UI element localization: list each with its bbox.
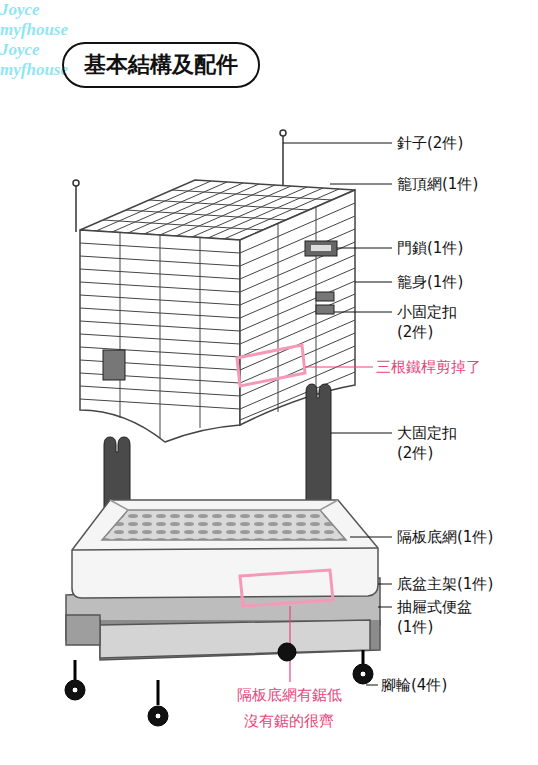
part-label: 籠頂網(1件) (397, 174, 478, 194)
door-lock (311, 245, 331, 251)
part-label: 門鎖(1件) (397, 238, 463, 258)
note-text: 隔板底網有鋸低 沒有鋸的很齊 (233, 682, 345, 734)
door-lock (305, 241, 337, 256)
highlight-box (237, 345, 305, 386)
leader-line (305, 366, 373, 367)
small-clip (316, 292, 334, 301)
watermark: myfhouse (0, 20, 538, 40)
cage-front (80, 230, 240, 442)
part-label: 抽屜式便盆 (1件) (397, 597, 479, 637)
part-label: 底盆主架(1件) (397, 574, 493, 594)
watermark: myfhouse (0, 60, 538, 80)
cage-side (240, 190, 355, 425)
title-text: 基本結構及配件 (62, 42, 260, 88)
small-clip (316, 305, 334, 314)
highlight-box (240, 570, 333, 606)
part-label: 腳輪(4件) (381, 675, 447, 695)
part-label: 大固定扣 (2件) (397, 423, 467, 463)
note-text: 三根鐵桿剪掉了 (376, 357, 481, 377)
part-label: 籠身(1件) (397, 272, 463, 292)
part-label: 針子(2件) (397, 133, 463, 153)
part-label: 隔板底網(1件) (397, 527, 493, 547)
small-door (103, 350, 125, 380)
part-label: 小固定扣 (2件) (397, 302, 467, 342)
watermark: Joyce (0, 0, 538, 20)
leader-line (283, 143, 392, 685)
